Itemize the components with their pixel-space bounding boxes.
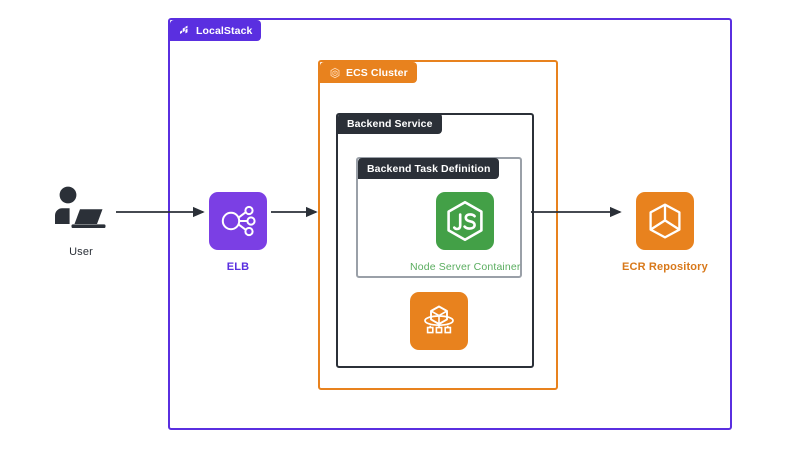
localstack-badge-label: LocalStack	[196, 24, 253, 37]
elb-label: ELB	[226, 261, 250, 273]
backend-task-definition-badge-label: Backend Task Definition	[367, 162, 491, 175]
ecs-cluster-icon	[329, 67, 341, 79]
ecs-container-service-icon	[424, 305, 454, 334]
node-user: User	[52, 186, 110, 258]
user-label: User	[69, 246, 93, 258]
user-at-laptop-icon	[55, 186, 106, 228]
node-ecs-task-icon	[410, 292, 468, 350]
node-server-container-label: Node Server Container	[410, 261, 521, 273]
node-ecr-repository: ECR Repository	[622, 192, 708, 273]
ecr-repository-icon	[649, 203, 681, 239]
node-node-server-container: Node Server Container	[410, 192, 521, 273]
backend-service-badge-label: Backend Service	[347, 117, 433, 130]
ecs-cluster-boundary	[318, 60, 558, 390]
node-server-tile	[436, 192, 495, 250]
node-elb: ELB	[209, 192, 267, 273]
backend-service-badge: Backend Service	[338, 113, 442, 134]
ecs-cluster-badge: ECS Cluster	[320, 62, 417, 83]
localstack-logo-icon	[179, 25, 191, 37]
ecr-repository-label: ECR Repository	[622, 261, 708, 273]
user-tile	[52, 186, 110, 232]
localstack-boundary	[168, 18, 732, 430]
elastic-load-balancer-icon	[221, 205, 256, 237]
ecs-cluster-badge-label: ECS Cluster	[346, 66, 408, 79]
ecs-task-tile	[410, 292, 468, 350]
localstack-badge: LocalStack	[170, 20, 262, 41]
elb-tile	[209, 192, 267, 250]
backend-task-definition-badge: Backend Task Definition	[358, 158, 500, 179]
nodejs-logo-icon	[447, 200, 483, 242]
ecr-repository-tile	[635, 192, 694, 250]
